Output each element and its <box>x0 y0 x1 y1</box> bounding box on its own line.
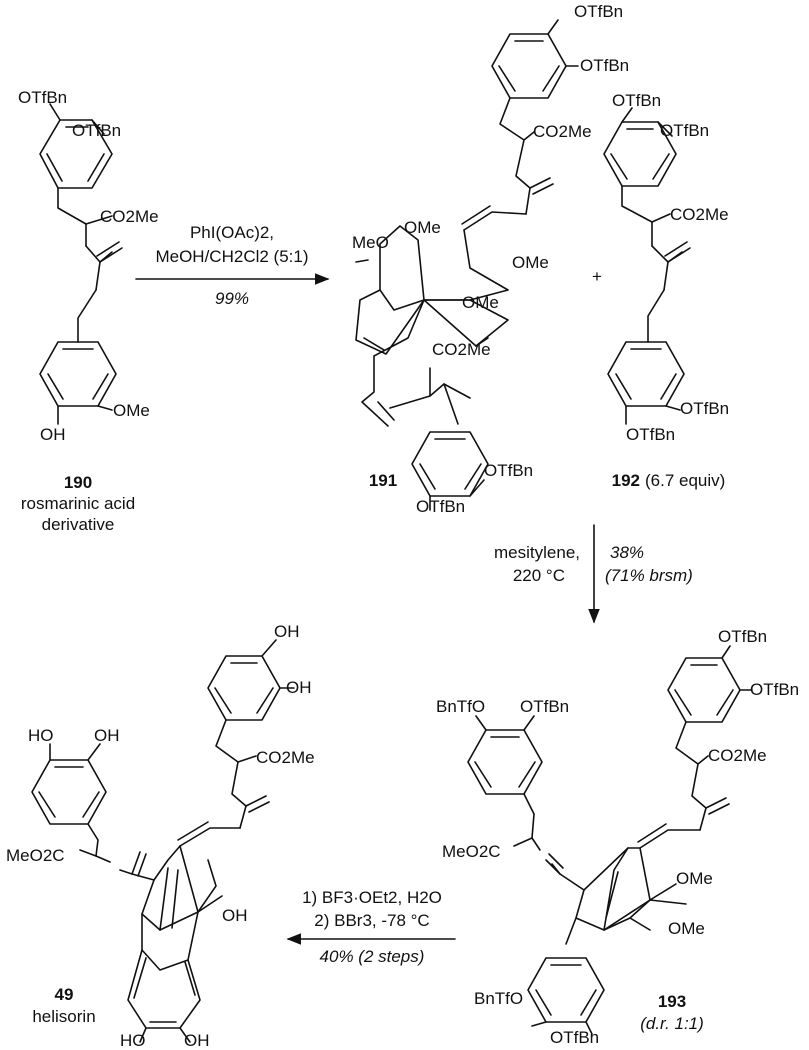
compound-191: OTfBn OTfBn CO2Me MeO OMe OMe OMe CO2Me … <box>352 2 629 516</box>
c191-otfbn-top1: OTfBn <box>574 2 623 21</box>
reaction-step-3: 1) BF3·OEt2, H2O 2) BBr3, -78 °C 40% (2 … <box>286 888 456 966</box>
c191-ester-bottom: CO2Me <box>432 340 491 359</box>
plus-sign: + <box>592 267 602 286</box>
c49-oh-7: OH <box>184 1031 210 1050</box>
c49-number: 49 <box>55 985 74 1004</box>
c190-name-line2: derivative <box>42 515 115 534</box>
reaction-step-1: PhI(OAc)2, MeOH/CH2Cl2 (5:1) 99% <box>135 223 330 308</box>
c193-dr: (d.r. 1:1) <box>640 1014 704 1033</box>
c193-ome-2: OMe <box>668 919 705 938</box>
c49-oh-1: OH <box>274 622 300 641</box>
step3-reagent-line2: 2) BBr3, -78 °C <box>314 911 429 930</box>
c193-otfbn-2: OTfBn <box>750 680 799 699</box>
c193-ester-left: MeO2C <box>442 842 501 861</box>
c49-oh-4: OH <box>94 726 120 745</box>
c190-oh: OH <box>40 425 66 444</box>
compound-193-structure <box>467 645 753 1035</box>
step1-reagent-line1: PhI(OAc)2, <box>190 223 274 242</box>
compound-192-structure <box>603 107 691 425</box>
compound-190: OTfBn OTfBn CO2Me OMe OH 190 rosmarinic … <box>18 88 159 534</box>
c190-ome: OMe <box>113 401 150 420</box>
compound-49: OH OH HO OH CO2Me MeO2C OH HO OH 49 heli… <box>6 622 315 1050</box>
c49-ester-right: CO2Me <box>256 748 315 767</box>
step2-reagent-line2: 220 °C <box>513 566 565 585</box>
c191-otfbn-top2: OTfBn <box>580 56 629 75</box>
step2-yield-line1: 38% <box>610 543 644 562</box>
c190-otfbn-b: OTfBn <box>72 121 121 140</box>
c49-name: helisorin <box>32 1007 95 1026</box>
c191-number: 191 <box>369 471 397 490</box>
compound-49-structure <box>31 639 295 1043</box>
c49-oh-6: HO <box>120 1031 146 1050</box>
compound-192: OTfBn OTfBn CO2Me OTfBn OTfBn 192 (6.7 e… <box>603 91 729 490</box>
c192-otfbn-c: OTfBn <box>680 399 729 418</box>
c191-ester-top: CO2Me <box>533 122 592 141</box>
c191-otfbn-bot2: OTfBn <box>416 497 465 516</box>
c190-name-line1: rosmarinic acid <box>21 494 135 513</box>
step3-yield: 40% (2 steps) <box>320 947 425 966</box>
c49-oh-3: HO <box>28 726 54 745</box>
c193-otfbn-4: OTfBn <box>550 1028 599 1047</box>
step3-reagent-line1: 1) BF3·OEt2, H2O <box>302 888 442 907</box>
c193-otfbn-3: OTfBn <box>520 697 569 716</box>
c190-ester: CO2Me <box>100 207 159 226</box>
c191-otfbn-bot1: OTfBn <box>484 461 533 480</box>
c193-bntfo-2: BnTfO <box>474 989 523 1008</box>
c192-number: 192 <box>612 471 640 490</box>
compound-193: OTfBn OTfBn BnTfO OTfBn CO2Me MeO2C OMe … <box>436 627 799 1047</box>
c191-ome-2: OMe <box>512 253 549 272</box>
compound-190-structure <box>39 103 123 425</box>
c192-otfbn-b: OTfBn <box>660 121 709 140</box>
step2-yield-line2: (71% brsm) <box>605 566 693 585</box>
c192-otfbn-a: OTfBn <box>612 91 661 110</box>
c191-ome-3: OMe <box>462 293 499 312</box>
compound-191-structure <box>355 19 579 511</box>
c192-ester: CO2Me <box>670 205 729 224</box>
c193-ester-right: CO2Me <box>708 746 767 765</box>
step1-yield: 99% <box>215 289 249 308</box>
c49-oh-5: OH <box>222 906 248 925</box>
c191-meo: MeO <box>352 233 389 252</box>
c49-oh-2: OH <box>286 678 312 697</box>
step2-reagent-line1: mesitylene, <box>494 543 580 562</box>
c190-otfbn-a: OTfBn <box>18 88 67 107</box>
c193-bntfo-1: BnTfO <box>436 697 485 716</box>
c193-otfbn-1: OTfBn <box>718 627 767 646</box>
c49-ester-left: MeO2C <box>6 846 65 865</box>
c191-ome-1: OMe <box>404 218 441 237</box>
step1-reagent-line2: MeOH/CH2Cl2 (5:1) <box>155 247 308 266</box>
c193-number: 193 <box>658 992 686 1011</box>
c190-number: 190 <box>64 473 92 492</box>
c192-otfbn-d: OTfBn <box>626 425 675 444</box>
c192-equiv: (6.7 equiv) <box>645 471 725 490</box>
c193-ome-1: OMe <box>676 869 713 888</box>
reaction-step-2: mesitylene, 220 °C 38% (71% brsm) <box>494 524 693 624</box>
